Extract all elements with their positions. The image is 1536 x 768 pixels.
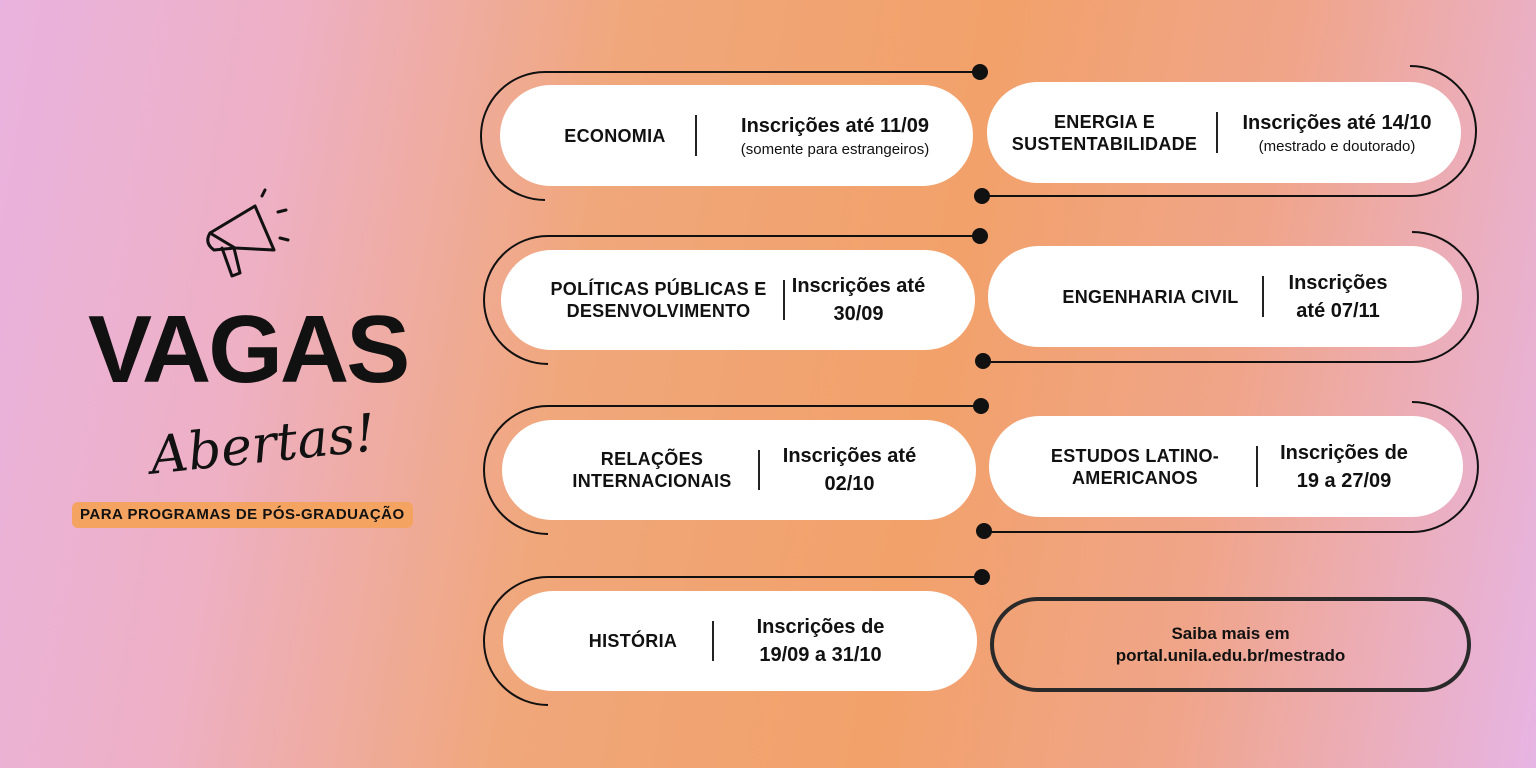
subtitle-badge: PARA PROGRAMAS DE PÓS-GRADUAÇÃO: [72, 502, 413, 528]
program-note: (mestrado e doutorado): [1258, 137, 1416, 155]
program-card-relacoes-internacionais: RELAÇÕES INTERNACIONAIS Inscrições até 0…: [502, 420, 976, 520]
divider: [712, 621, 714, 661]
program-deadline: Inscrições de 19/09 a 31/10: [756, 616, 885, 666]
program-name: ENERGIA E SUSTENTABILIDADE: [1011, 111, 1198, 154]
program-card-historia: HISTÓRIA Inscrições de 19/09 a 31/10: [503, 591, 977, 691]
program-name: RELAÇÕES INTERNACIONAIS: [572, 449, 732, 491]
divider: [1216, 112, 1218, 153]
more-info-label: Saiba mais em: [1171, 623, 1290, 643]
program-name: ECONOMIA: [564, 125, 666, 146]
program-card-energia: ENERGIA E SUSTENTABILIDADE Inscrições at…: [987, 82, 1461, 183]
divider: [1262, 276, 1264, 317]
program-deadline: Inscrições até 07/11: [1288, 271, 1388, 322]
program-name: HISTÓRIA: [588, 631, 678, 651]
program-card-economia: ECONOMIA Inscrições até 11/09 (somente pa…: [500, 85, 973, 186]
divider: [1256, 446, 1258, 487]
program-deadline: Inscrições até 30/09: [791, 275, 926, 325]
divider: [695, 115, 697, 156]
program-card-engenharia-civil: ENGENHARIA CIVIL Inscrições até 07/11: [988, 246, 1462, 347]
program-deadline: Inscrições até 14/10: [1242, 111, 1432, 134]
program-name: POLÍTICAS PÚBLICAS E DESENVOLVIMENTO: [550, 279, 767, 321]
program-card-estudos-latino-americanos: ESTUDOS LATINO-AMERICANOS Inscrições de …: [989, 416, 1463, 517]
divider: [783, 280, 785, 320]
program-name: ENGENHARIA CIVIL: [1062, 286, 1239, 307]
program-deadline: Inscrições de 19 a 27/09: [1280, 441, 1408, 492]
megaphone-icon: [206, 188, 290, 278]
program-name: ESTUDOS LATINO-AMERICANOS: [1050, 445, 1220, 488]
divider: [758, 450, 760, 490]
program-deadline: Inscrições até 02/10: [782, 445, 917, 495]
more-info-box: Saiba mais em portal.unila.edu.br/mestra…: [990, 597, 1471, 692]
program-note: (somente para estrangeiros): [740, 140, 930, 158]
more-info-url[interactable]: portal.unila.edu.br/mestrado: [1115, 645, 1346, 665]
program-card-politicas-publicas: POLÍTICAS PÚBLICAS E DESENVOLVIMENTO Ins…: [501, 250, 975, 350]
headline-title: VAGAS: [88, 296, 410, 403]
program-deadline: Inscrições até 11/09: [741, 114, 929, 137]
